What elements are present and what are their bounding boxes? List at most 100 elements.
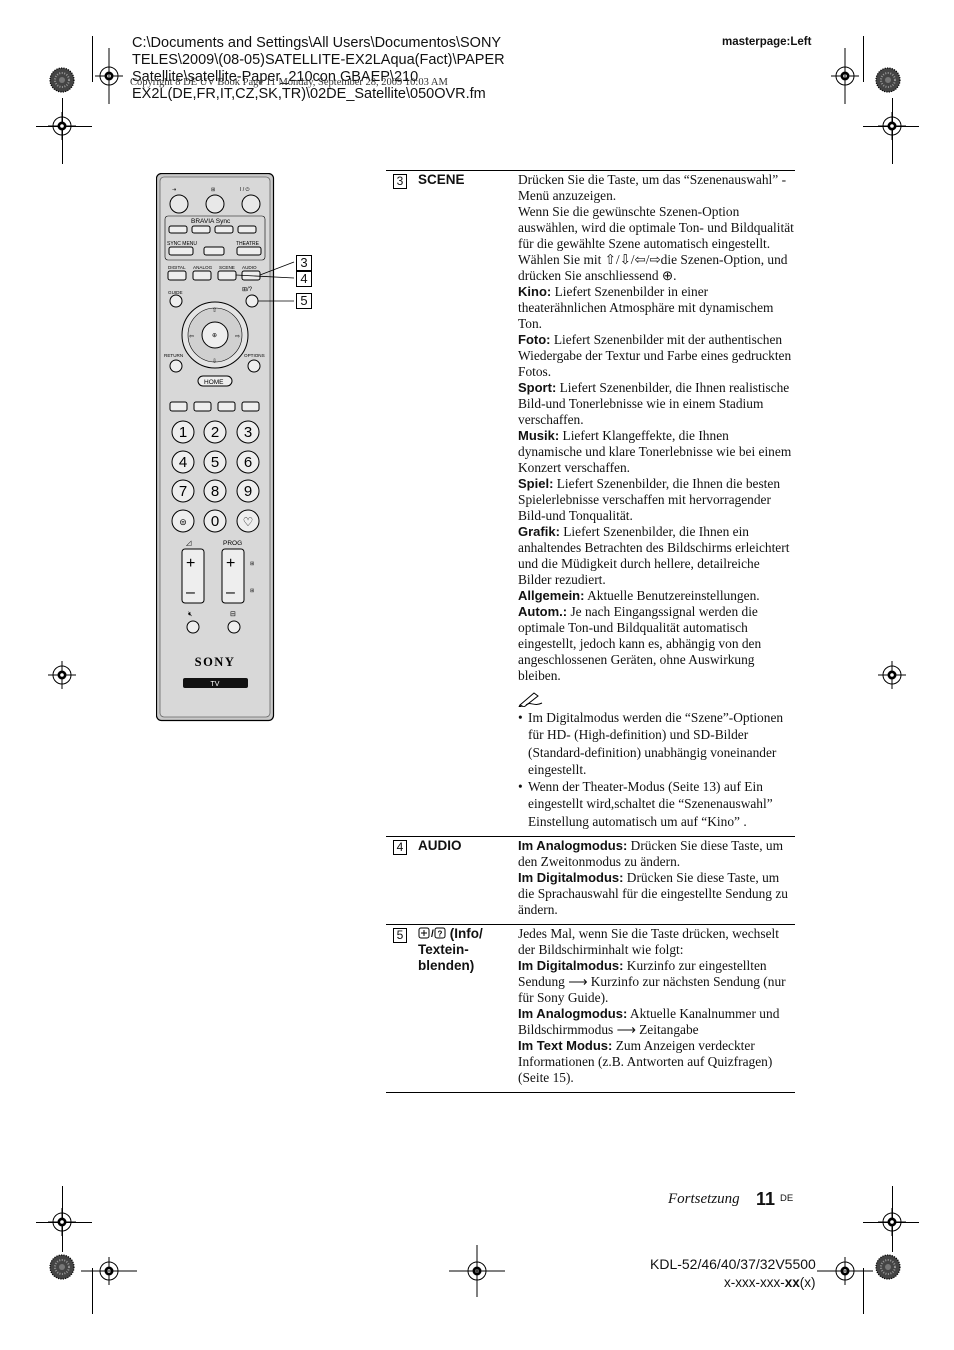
guide-label: GUIDE (168, 290, 183, 295)
svg-text:⊜: ⊜ (179, 517, 187, 527)
description-text: Drücken Sie die Taste, um das “Szenenaus… (518, 172, 787, 203)
note-pencil-icon (518, 692, 543, 707)
book-stamp: Copyright 8 DE UV Book Page 11 Monday, S… (130, 77, 448, 88)
button-description: Jedes Mal, wenn Sie die Taste drücken, w… (518, 926, 795, 1086)
digit-9: 9 (244, 483, 252, 500)
info-text-icon: / ? (418, 927, 446, 940)
button-name-line: (Info/ (449, 926, 483, 942)
svg-text:⊞: ⊞ (250, 561, 254, 567)
document-code: x-xxx-xxx-xx(x) (724, 1275, 816, 1290)
mode-description: Im Analogmodus: Aktuelle Kanalnummer und… (518, 1006, 780, 1038)
note-item: Wenn der Theater-Modus (Seite 13) auf Ei… (518, 778, 795, 830)
continued-label: Fortsetzung (668, 1191, 740, 1207)
digit-8: 8 (211, 483, 219, 500)
scene-option: Spiel: Liefert Szenenbilder, die Ihnen d… (518, 476, 781, 523)
page-language: DE (780, 1193, 794, 1204)
digit-7: 7 (179, 483, 187, 500)
table-row-audio: 4 AUDIO Im Analogmodus: Drücken Sie dies… (386, 836, 795, 924)
digit-1: 1 (179, 424, 187, 441)
file-path-line: C:\Documents and Settings\All Users\Docu… (132, 35, 502, 51)
svg-text:⊞: ⊞ (211, 187, 215, 193)
svg-text:/: / (431, 929, 434, 939)
bravia-sync-label: BRAVIA Sync (191, 218, 231, 225)
svg-text:+: + (186, 555, 195, 572)
digit-4: 4 (179, 454, 187, 471)
file-path-line: TELES\2009\(08-05)SATELLITE-EX2LAqua(Fac… (132, 52, 505, 68)
row-number: 5 (393, 928, 407, 944)
svg-text:🔇︎: 🔇︎ (188, 611, 192, 618)
scene-option: Musik: Liefert Klangeffekte, die Ihnen d… (518, 428, 792, 475)
callout-5: 5 (296, 293, 312, 309)
file-path: C:\Documents and Settings\All Users\Docu… (132, 35, 532, 103)
digit-3: 3 (244, 424, 252, 441)
callout-4: 4 (296, 271, 312, 287)
scene-option: Foto: Liefert Szenenbilder mit der authe… (518, 332, 792, 379)
button-name-line: Textein- (418, 942, 469, 958)
button-description: Im Analogmodus: Drücken Sie diese Taste,… (518, 838, 795, 918)
description-text: Wenn Sie die gewünschte Szenen-Option au… (518, 204, 794, 251)
mode-description: Im Analogmodus: Drücken Sie diese Taste,… (518, 838, 784, 870)
svg-text:I / ⏻: I / ⏻ (240, 187, 250, 193)
table-row-info: 5 / ? (Info/ Textein- blenden) Jedes Mal… (386, 924, 795, 1094)
svg-text:♡: ♡ (243, 515, 254, 529)
mode-description: Im Digitalmodus: Kurzinfo zur eingestell… (518, 958, 786, 1006)
digit-0: 0 (211, 513, 219, 530)
file-path-line: EX2L(DE,FR,IT,CZ,SK,TR)\02DE_Satellite\0… (132, 86, 486, 102)
scene-label: SCENE (219, 265, 235, 270)
scene-option: Allgemein: Aktuelle Benutzereinstellunge… (518, 588, 760, 603)
button-name-line: blenden) (418, 958, 475, 974)
scene-option: Sport: Liefert Szenenbilder, die Ihnen r… (518, 380, 790, 427)
svg-text:?: ? (438, 930, 443, 939)
button-name: / ? (Info/ Textein- blenden) (418, 926, 510, 974)
svg-text:⊞: ⊞ (250, 588, 254, 594)
row-number: 4 (393, 840, 407, 856)
audio-label: AUDIO (242, 265, 257, 270)
file-path-line: Satellite\satellite-Paper_210con GBAEP\2… (132, 69, 419, 85)
svg-text:⇧: ⇧ (212, 307, 217, 314)
description-text: Wählen Sie mit ⇧/⇩/⇦/⇨die Szenen-Option,… (518, 252, 788, 283)
scene-option: Kino: Liefert Szenenbilder in einer thea… (518, 284, 774, 331)
scene-option: Grafik: Liefert Szenenbilder, die Ihnen … (518, 524, 790, 587)
svg-text:⊞/?: ⊞/? (242, 287, 253, 293)
tv-label: TV (211, 681, 220, 688)
button-description: Drücken Sie die Taste, um das “Szenenaus… (518, 172, 795, 830)
page-number: 11 (756, 1189, 776, 1209)
masterpage-label: masterpage:Left (722, 36, 812, 48)
button-name: AUDIO (418, 838, 462, 854)
digit-6: 6 (244, 454, 252, 471)
options-label: OPTIONS (244, 353, 265, 358)
svg-text:–: – (226, 584, 235, 601)
scene-option: Autom.: Je nach Eingangssignal werden di… (518, 604, 762, 683)
svg-text:⇥: ⇥ (172, 187, 176, 193)
button-name: SCENE (418, 172, 465, 187)
digit-2: 2 (211, 424, 219, 441)
mode-description: Im Text Modus: Zum Anzeigen verdeckter I… (518, 1038, 773, 1086)
remote-control-drawing: ⇥ ⊞ I / ⏻ BRAVIA Sync SYNC MENU THEATRE DI… (155, 172, 295, 722)
remote-control-illustration: ⇥ ⊞ I / ⏻ BRAVIA Sync SYNC MENU THEATRE DI… (155, 172, 316, 730)
home-label: HOME (204, 379, 224, 386)
svg-text:⇦: ⇦ (189, 334, 194, 340)
model-number: KDL-52/46/40/37/32V5500 (650, 1256, 816, 1272)
svg-text:⊕: ⊕ (212, 333, 217, 339)
row-number: 3 (393, 174, 407, 189)
mode-description: Im Digitalmodus: Drücken Sie diese Taste… (518, 870, 788, 918)
note-item: Im Digitalmodus werden die “Szene”-Optio… (518, 709, 795, 778)
svg-text:⇩: ⇩ (212, 358, 217, 365)
svg-text:⊟: ⊟ (230, 611, 236, 618)
button-description-table: 3 SCENE Drücken Sie die Taste, um das “S… (386, 170, 795, 1094)
svg-text:+: + (226, 555, 235, 572)
theatre-label: THEATRE (236, 241, 260, 247)
table-row-scene: 3 SCENE Drücken Sie die Taste, um das “S… (386, 170, 795, 836)
digit-5: 5 (211, 454, 219, 471)
callout-3: 3 (296, 255, 312, 271)
prog-label: PROG (223, 540, 242, 547)
description-text: Jedes Mal, wenn Sie die Taste drücken, w… (518, 926, 779, 958)
digital-label: DIGITAL (168, 265, 186, 270)
sony-logo: SONY (195, 655, 236, 669)
svg-text:◿: ◿ (186, 540, 192, 547)
return-label: RETURN (164, 353, 183, 358)
analog-label: ANALOG (193, 265, 213, 270)
svg-text:–: – (186, 584, 195, 601)
sync-menu-label: SYNC MENU (167, 241, 197, 247)
